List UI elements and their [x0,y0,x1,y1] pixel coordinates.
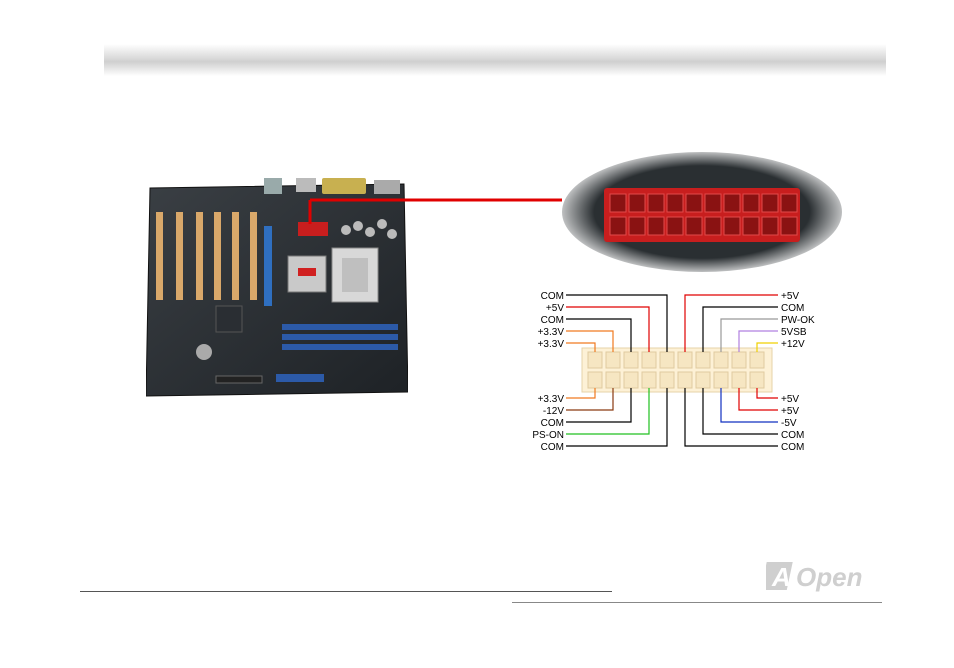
svg-text:A: A [771,562,791,592]
pin-label-left-6: +3.3V [538,394,565,405]
pin-label-left-10: COM [541,442,564,453]
aopen-logo: A Open [766,556,882,596]
pin-label-right-1: +5V [781,291,799,302]
pin-label-right-2: COM [781,303,804,314]
pin-label-left-3: COM [541,315,564,326]
pin-label-left-5: +3.3V [538,339,565,350]
pin-label-right-5: +12V [781,339,805,350]
pin-label-right-9: COM [781,430,804,441]
svg-text:Open: Open [796,562,862,592]
pin-label-right-7: +5V [781,406,799,417]
atx-pinout-diagram: COM +5V COM +3.3V +3.3V +3.3V -12V COM P… [528,284,818,454]
pin-label-left-9: PS-ON [532,430,564,441]
pin-label-left-1: COM [541,291,564,302]
pin-label-left-7: -12V [543,406,564,417]
pin-label-left-8: COM [541,418,564,429]
atx-connector-photo [560,150,844,274]
pin-label-right-6: +5V [781,394,799,405]
pin-label-right-8: -5V [781,418,797,429]
pin-label-left-2: +5V [546,303,564,314]
pin-label-right-10: COM [781,442,804,453]
footer-rule-right [512,602,882,603]
footer-rule-left [80,591,612,592]
pin-label-right-4: 5VSB [781,327,807,338]
pin-label-right-3: PW-OK [781,315,815,326]
pin-label-left-4: +3.3V [538,327,565,338]
